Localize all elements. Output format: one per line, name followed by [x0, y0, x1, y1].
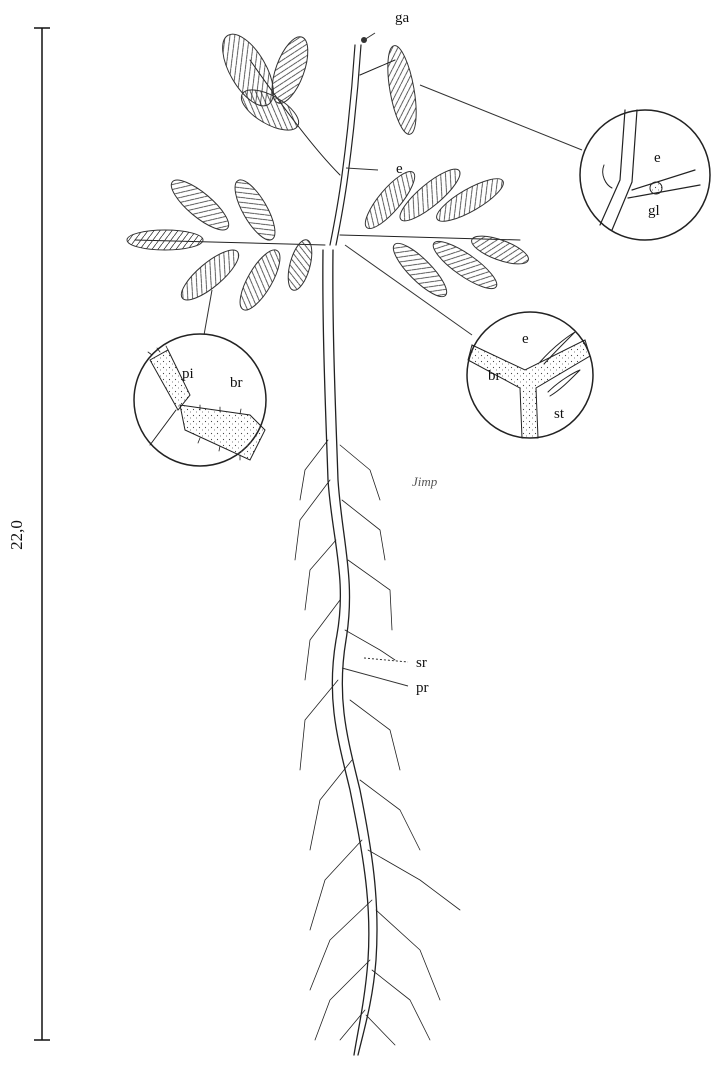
inset-left-br: br: [230, 375, 243, 391]
svg-text:ga: ga: [395, 10, 410, 26]
label-e-main: e: [346, 161, 403, 177]
main-stem: [330, 37, 367, 245]
svg-text:e: e: [396, 161, 403, 177]
inset-top-right: e gl: [420, 85, 710, 240]
inset-top-right-gl: gl: [648, 203, 660, 219]
label-ga: ga: [364, 10, 410, 40]
inset-right-st: st: [554, 406, 565, 422]
svg-text:pr: pr: [416, 680, 429, 696]
scale-bar: 22,0: [7, 28, 50, 1040]
svg-text:sr: sr: [416, 655, 427, 671]
inset-right-br: br: [488, 368, 501, 384]
scale-bar-label: 22,0: [7, 520, 26, 550]
inset-left-pi: pi: [182, 366, 194, 382]
inset-top-right-e: e: [654, 150, 661, 166]
right-leaf: [340, 162, 532, 303]
secondary-roots: [295, 440, 460, 1045]
inset-left: pi br: [134, 290, 266, 466]
left-leaf: [127, 173, 325, 316]
signature: Jimp: [412, 474, 438, 489]
label-sr: sr: [364, 655, 427, 671]
label-pr: pr: [342, 668, 429, 696]
primary-root: [323, 250, 377, 1055]
inset-right-e: e: [522, 331, 529, 347]
upper-left-leaf: [212, 26, 340, 175]
upper-right-leaflet: [360, 44, 422, 137]
